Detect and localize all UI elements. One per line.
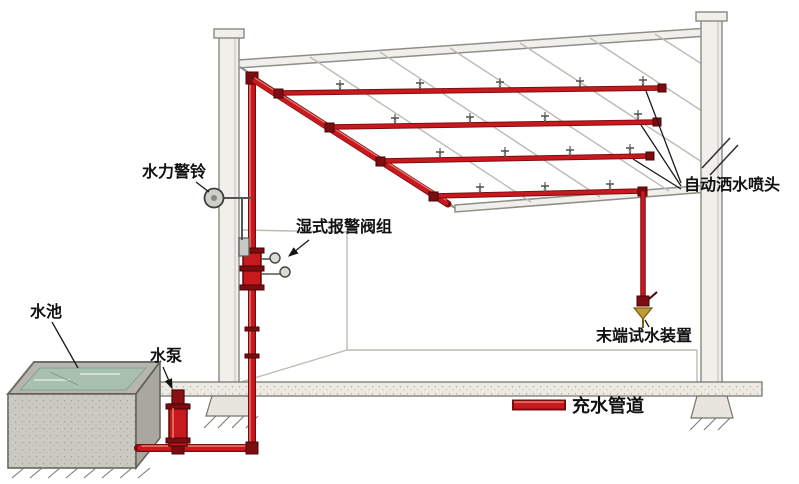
label-wet-alarm-valve-group: 湿式报警阀组	[295, 217, 392, 236]
diagram-labels: 水力警铃 湿式报警阀组 自动洒水喷头 末端试水装置 水池 水泵	[30, 162, 780, 365]
room-interior-lines	[240, 229, 698, 383]
branch-pipe-3	[377, 153, 653, 164]
tank-side-face	[135, 359, 161, 471]
branch-pipe-1	[275, 85, 665, 96]
ceiling-structure	[237, 27, 709, 213]
end-test-device	[632, 291, 658, 328]
sprinkler-head-icon	[540, 181, 550, 193]
test-downpipe	[637, 186, 648, 299]
leader-lines	[51, 90, 682, 390]
branch-pipe-2	[326, 119, 660, 130]
sprinkler-head-icon	[435, 147, 445, 159]
label-water-pump: 水泵	[150, 346, 182, 365]
wall-break-marks	[701, 137, 739, 176]
legend: 充水管道	[512, 395, 644, 416]
retard-chamber	[238, 237, 250, 257]
ceiling-joists	[309, 33, 706, 203]
label-hydraulic-alarm-bell: 水力警铃	[142, 162, 206, 181]
suction-pipe	[134, 444, 256, 452]
hydraulic-alarm-bell	[203, 187, 252, 240]
bottom-elbow	[245, 441, 259, 455]
ceiling-front-beam	[454, 184, 709, 213]
sprinkler-head-icon	[605, 179, 615, 191]
water-pump	[165, 389, 191, 447]
sprinkler-head-icon	[638, 75, 648, 87]
sprinkler-head-icon	[465, 112, 475, 124]
right-column-footing	[689, 395, 734, 431]
floor-slab	[159, 381, 763, 397]
pressure-gauge-icon	[279, 266, 291, 278]
branch-pipe-4	[430, 188, 646, 199]
right-column	[695, 11, 728, 398]
pump-motor	[171, 389, 185, 405]
sprinkler-head-icon	[540, 111, 550, 123]
wet-alarm-valve-assembly	[238, 237, 291, 291]
label-automatic-sprinkler-heads: 自动洒水喷头	[684, 175, 780, 194]
sprinkler-head-icon	[335, 79, 345, 91]
feed-main-pipe	[249, 75, 452, 208]
piping-network	[134, 71, 667, 455]
ground-hatch-under-tank	[11, 467, 151, 479]
label-legend-charged-pipe: 充水管道	[572, 395, 644, 416]
label-water-pool: 水池	[30, 302, 62, 321]
label-end-test-device: 末端试水装置	[596, 326, 692, 345]
test-funnel-icon	[632, 307, 654, 320]
sprinkler-head-icon	[475, 182, 485, 194]
sprinkler-head-icon	[565, 145, 575, 157]
sprinkler-head-icon	[625, 143, 635, 155]
sprinkler-head-icon	[390, 113, 400, 125]
pressure-gauge-icon	[269, 252, 281, 264]
water-tank	[5, 359, 162, 479]
sprinkler-head-icon	[575, 76, 585, 88]
sprinkler-head-icon	[500, 146, 510, 158]
ceiling-back-beam	[237, 27, 709, 69]
